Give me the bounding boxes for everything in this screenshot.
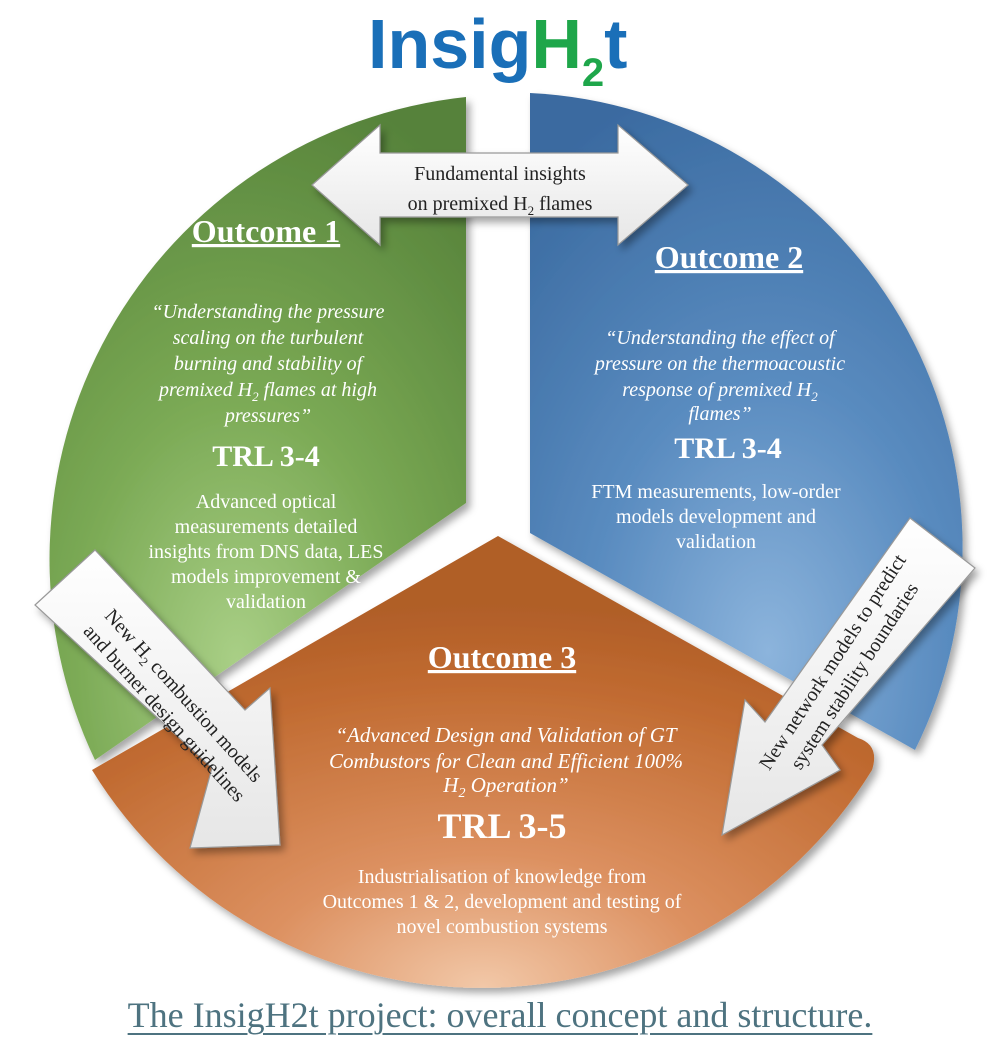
outcome1-desc-line5: validation [226,591,306,613]
outcome1-quote-line2: scaling on the turbulent [173,327,364,349]
outcome2-quote-line1: “Understanding the effect of [605,327,837,349]
outcome3-desc-line3: novel combustion systems [396,916,607,938]
outcome1-quote-line4: premixed H2 flames at high [157,379,377,404]
outcome2-desc-line2: models development and [616,506,816,528]
outcome1-quote-line3: burning and stability of [174,353,365,375]
outcome3-quote-line2: Combustors for Clean and Efficient 100% [329,749,683,773]
logo: InsigH2t [368,5,627,95]
outcome1-sector [49,97,466,760]
top-double-arrow [311,123,689,247]
outcome3-desc-line1: Industrialisation of knowledge from [358,866,647,888]
outcome3-quote-line3: H2 Operation” [442,773,568,801]
outcome2-quote-line4: flames” [688,403,751,425]
outcome3-text: Outcome 3 “Advanced Design and Validatio… [323,639,683,938]
outcome2-sector [530,93,963,750]
top-arrow-line2: on premixed H2 flames [408,193,593,218]
outcome2-desc-line1: FTM measurements, low-order [591,481,841,503]
outcome2-text: Outcome 2 “Understanding the effect of p… [591,239,845,553]
outcome2-quote-line3: response of premixed H2 [622,379,818,404]
top-arrow-line1: Fundamental insights [414,163,586,185]
outcome1-text: Outcome 1 “Understanding the pressure sc… [149,213,385,613]
outcome3-quote-line1: “Advanced Design and Validation of GT [335,723,678,747]
outcome1-title: Outcome 1 [192,213,340,249]
outcome1-trl: TRL 3-4 [212,440,320,473]
outcome3-sector [92,536,875,988]
outcome2-title: Outcome 2 [655,239,803,275]
outcome3-trl: TRL 3-5 [437,806,566,846]
outcome1-quote-line1: “Understanding the pressure [152,301,385,323]
outcome1-desc-line4: models improvement & [171,566,361,588]
outcome1-desc-line1: Advanced optical [196,491,337,513]
outcome2-quote-line2: pressure on the thermoacoustic [593,353,845,375]
outcome1-quote-line5: pressures” [223,405,311,427]
outcome2-desc-line3: validation [676,531,756,553]
outcome3-desc-line2: Outcomes 1 & 2, development and testing … [323,891,682,913]
outcome2-trl: TRL 3-4 [674,432,782,465]
outcome1-desc-line3: insights from DNS data, LES [149,541,384,563]
outcome3-title: Outcome 3 [428,639,576,675]
outcome1-desc-line2: measurements detailed [175,516,358,538]
figure-caption: The InsigH2t project: overall concept an… [127,995,873,1035]
logo-text-part1: InsigH2t [368,5,627,95]
